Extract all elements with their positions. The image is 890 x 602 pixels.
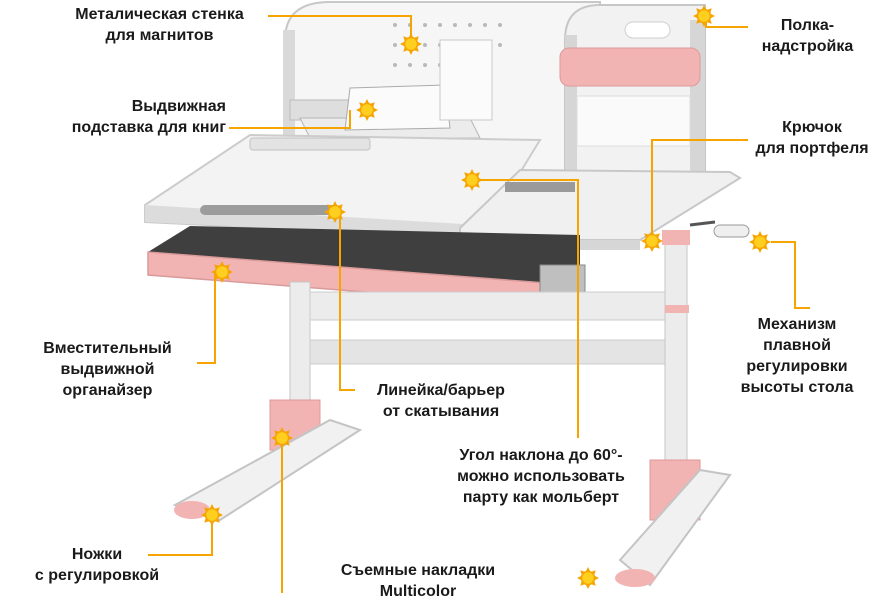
line-tilt	[466, 179, 579, 438]
line-book-stand	[229, 110, 351, 129]
book-stand	[289, 39, 493, 139]
shelf-pink-cover	[559, 47, 701, 87]
ruler-barrier	[200, 205, 340, 215]
crank-handle	[689, 220, 750, 238]
line-legs	[148, 515, 213, 556]
shelf-handle-slot	[624, 21, 671, 39]
callout-lines	[148, 15, 810, 593]
line-hook	[651, 139, 748, 240]
desk	[144, 1, 750, 587]
desk-frame	[269, 230, 701, 521]
line-mechanism	[771, 241, 810, 309]
label-shelf: Полка-надстройка	[761, 17, 854, 55]
line-organizer	[197, 272, 216, 364]
line-ruler	[339, 212, 355, 391]
line-shelf	[705, 16, 748, 28]
pen-tray	[249, 137, 371, 151]
